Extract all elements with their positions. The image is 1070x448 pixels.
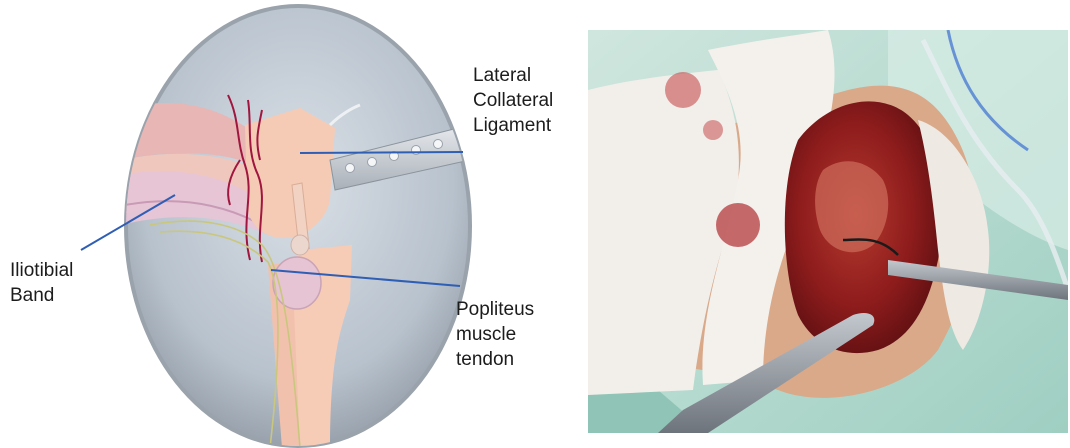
surgical-photo-illustration: [588, 30, 1068, 433]
label-iliotibial-band: Iliotibial Band: [10, 258, 73, 308]
label-popliteus-muscle-tendon: Popliteus muscle tendon: [456, 297, 534, 372]
label-lateral-collateral-ligament: Lateral Collateral Ligament: [473, 63, 553, 138]
popliteus-tendon-shape: [273, 257, 321, 309]
surgical-photo: [588, 30, 1068, 433]
knee-anatomy-diagram: Lateral Collateral Ligament Iliotibial B…: [0, 0, 580, 448]
leader-line-lcl: [300, 152, 463, 153]
